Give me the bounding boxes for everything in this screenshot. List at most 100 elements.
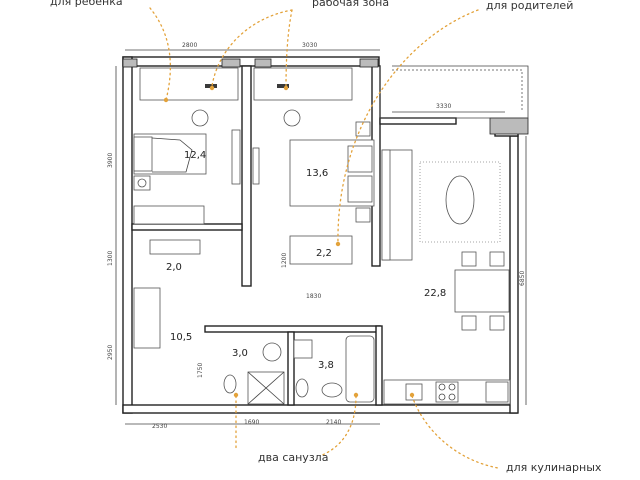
desk-lamp-work (277, 84, 289, 88)
balcony-outline (379, 65, 529, 119)
wall-bedroom-bottom (131, 223, 243, 231)
chair-child (191, 109, 209, 127)
callout-bathrooms: два санузла (258, 451, 329, 464)
dim-left-1: 3900 (107, 153, 114, 168)
nightstand-parents-2 (355, 207, 371, 223)
wall-bath-right (375, 325, 383, 406)
wall-between-bedrooms (241, 65, 252, 287)
shelf-1 (133, 205, 205, 225)
dim-closet-h: 1200 (281, 253, 288, 268)
washbasin-2 (321, 382, 343, 398)
bathtub (345, 335, 375, 403)
sill-child (139, 67, 239, 101)
wall-bottom (122, 404, 518, 414)
dim-top-left: 2800 (182, 42, 197, 49)
window-2 (221, 58, 241, 68)
wall-left (122, 56, 133, 414)
room-bedroom-child: 12,4 (184, 150, 206, 161)
callout-kitchen: для кулинарных (506, 461, 602, 474)
balcony-rail (392, 69, 523, 112)
guide-child (149, 7, 171, 101)
callout-child: для ребенка (50, 0, 123, 8)
dim-bottom-2: 1690 (244, 419, 259, 426)
guide-dot-kitchen (409, 392, 415, 398)
dining-chair-2 (489, 251, 505, 267)
dimension-lines (115, 49, 527, 425)
toilet-1 (223, 374, 237, 394)
window-4 (359, 58, 379, 68)
guide-dot-work-a (209, 85, 215, 91)
wall-bath-mid (287, 331, 295, 406)
stove (435, 381, 459, 403)
dining-chair-3 (461, 315, 477, 331)
dining-chair-4 (489, 315, 505, 331)
shelves (133, 205, 353, 349)
burner-2 (448, 383, 456, 391)
sill-work (253, 67, 353, 101)
room-bath-a: 3,0 (232, 348, 248, 359)
wardrobe-parents (252, 147, 260, 185)
washing-machine (293, 339, 313, 359)
wall-right (509, 135, 519, 414)
room-bedroom-parents: 13,6 (306, 168, 328, 179)
rug (419, 161, 501, 243)
guide-bath-b (319, 395, 357, 457)
bed-parents-pillow-1 (347, 145, 373, 173)
window-3 (254, 58, 272, 68)
window-1 (122, 58, 138, 68)
callout-parents: для родителей (486, 0, 574, 12)
burner-3 (438, 393, 446, 401)
shelf-4 (289, 235, 353, 265)
balcony (379, 65, 529, 119)
wardrobe-child (231, 129, 241, 185)
guide-dot-bath-b (353, 392, 359, 398)
guide-dot-work-b (283, 85, 289, 91)
dim-balcony: 3330 (436, 103, 451, 110)
wall-top-left (122, 56, 380, 67)
burner-4 (448, 393, 456, 401)
washbasin-1 (262, 342, 282, 362)
callout-work: рабочая зона (312, 0, 390, 9)
window-5 (489, 117, 529, 135)
fridge (485, 381, 509, 403)
guide-work (211, 9, 293, 87)
guide-dot-bath-a (233, 392, 239, 398)
dim-closet-w: 1830 (306, 293, 321, 300)
callout-guides (149, 7, 499, 469)
sofa-back (381, 149, 391, 261)
room-living: 22,8 (424, 288, 446, 299)
sink-kitchen (405, 383, 423, 401)
room-closet-a: 2,0 (166, 262, 182, 273)
toilet-2 (295, 378, 309, 398)
dim-left-3: 2950 (107, 345, 114, 360)
dim-bottom-1: 2530 (152, 423, 167, 430)
dim-bottom-3: 2140 (326, 419, 341, 426)
guide-work-b (285, 9, 293, 89)
lamp-child (137, 178, 147, 188)
dim-top-right: 3030 (302, 42, 317, 49)
desk-lamp-child (205, 84, 217, 88)
coffee-table (445, 175, 475, 225)
wall-balcony-bottom (379, 117, 457, 125)
bed-parents-pillow-2 (347, 175, 373, 203)
room-labels: 12,4 13,6 2,0 2,2 10,5 3,0 3,8 22,8 (166, 150, 446, 371)
shelf-2 (149, 239, 201, 255)
guide-kitchen (411, 395, 499, 469)
dim-right: 6850 (519, 271, 526, 286)
dimension-labels: 2800 3030 3330 3900 1300 2950 1200 1830 … (107, 42, 526, 430)
burner-1 (438, 383, 446, 391)
guide-dot-parents (335, 241, 341, 247)
shower-line-2 (247, 371, 285, 405)
guide-parents (337, 9, 479, 245)
bed-child-pillow (133, 136, 153, 172)
dining-table (454, 269, 510, 313)
dim-left-2: 1300 (107, 251, 114, 266)
room-bath-b: 3,8 (318, 360, 334, 371)
guide-dot-child (163, 97, 169, 103)
dining-chair-1 (461, 251, 477, 267)
wall-bath-top (204, 325, 381, 333)
chair-work (283, 109, 301, 127)
dim-bath-h: 1750 (197, 363, 204, 378)
shelf-3 (133, 287, 161, 349)
